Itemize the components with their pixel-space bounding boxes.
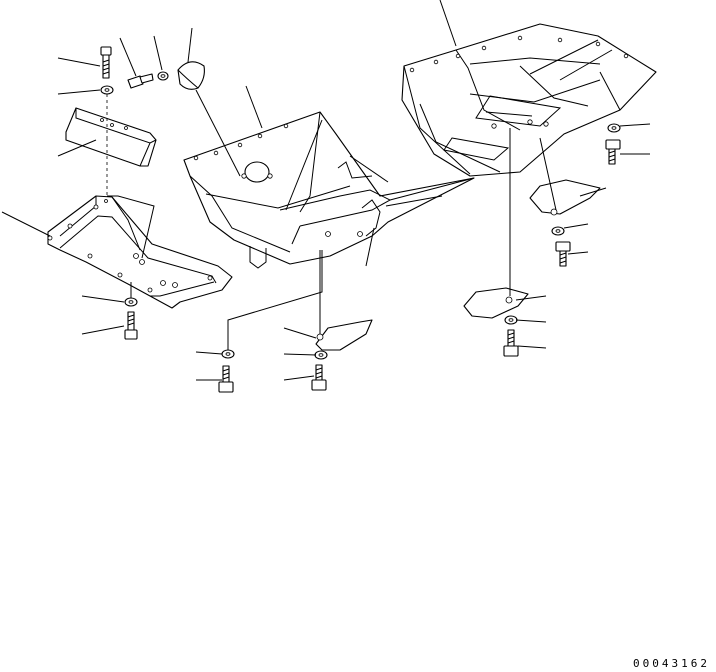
bolt-center-a bbox=[219, 366, 233, 392]
bracket-small-right-lower bbox=[464, 288, 528, 318]
bolt-right-b bbox=[556, 242, 570, 266]
washer-small bbox=[158, 72, 168, 80]
undercover-right bbox=[402, 24, 656, 176]
bracket-small-right-upper bbox=[530, 180, 600, 215]
bolt-short bbox=[128, 74, 153, 88]
bolt-top-left bbox=[101, 47, 111, 78]
washer-right-b bbox=[552, 227, 564, 235]
washer-center-a bbox=[222, 350, 234, 358]
washer-right-a bbox=[608, 124, 620, 132]
undercover-center bbox=[184, 112, 474, 268]
drawing-number: 00043162 bbox=[633, 657, 710, 670]
bolt-right-a bbox=[606, 140, 620, 164]
bolt-right-c bbox=[504, 330, 518, 356]
cover-cap bbox=[178, 62, 204, 90]
assembly-lines bbox=[107, 90, 556, 350]
washer-center-b bbox=[315, 351, 327, 359]
washer-left-lower bbox=[125, 298, 137, 306]
washer-top-left bbox=[101, 86, 113, 94]
bolt-center-b bbox=[312, 365, 326, 390]
bolt-left-lower bbox=[125, 312, 137, 339]
washer-right-c bbox=[505, 316, 517, 324]
leader-lines bbox=[2, 0, 650, 380]
bracket-small-center bbox=[316, 320, 372, 350]
plate-spacer bbox=[66, 108, 156, 166]
guard-bracket-left bbox=[48, 196, 232, 308]
